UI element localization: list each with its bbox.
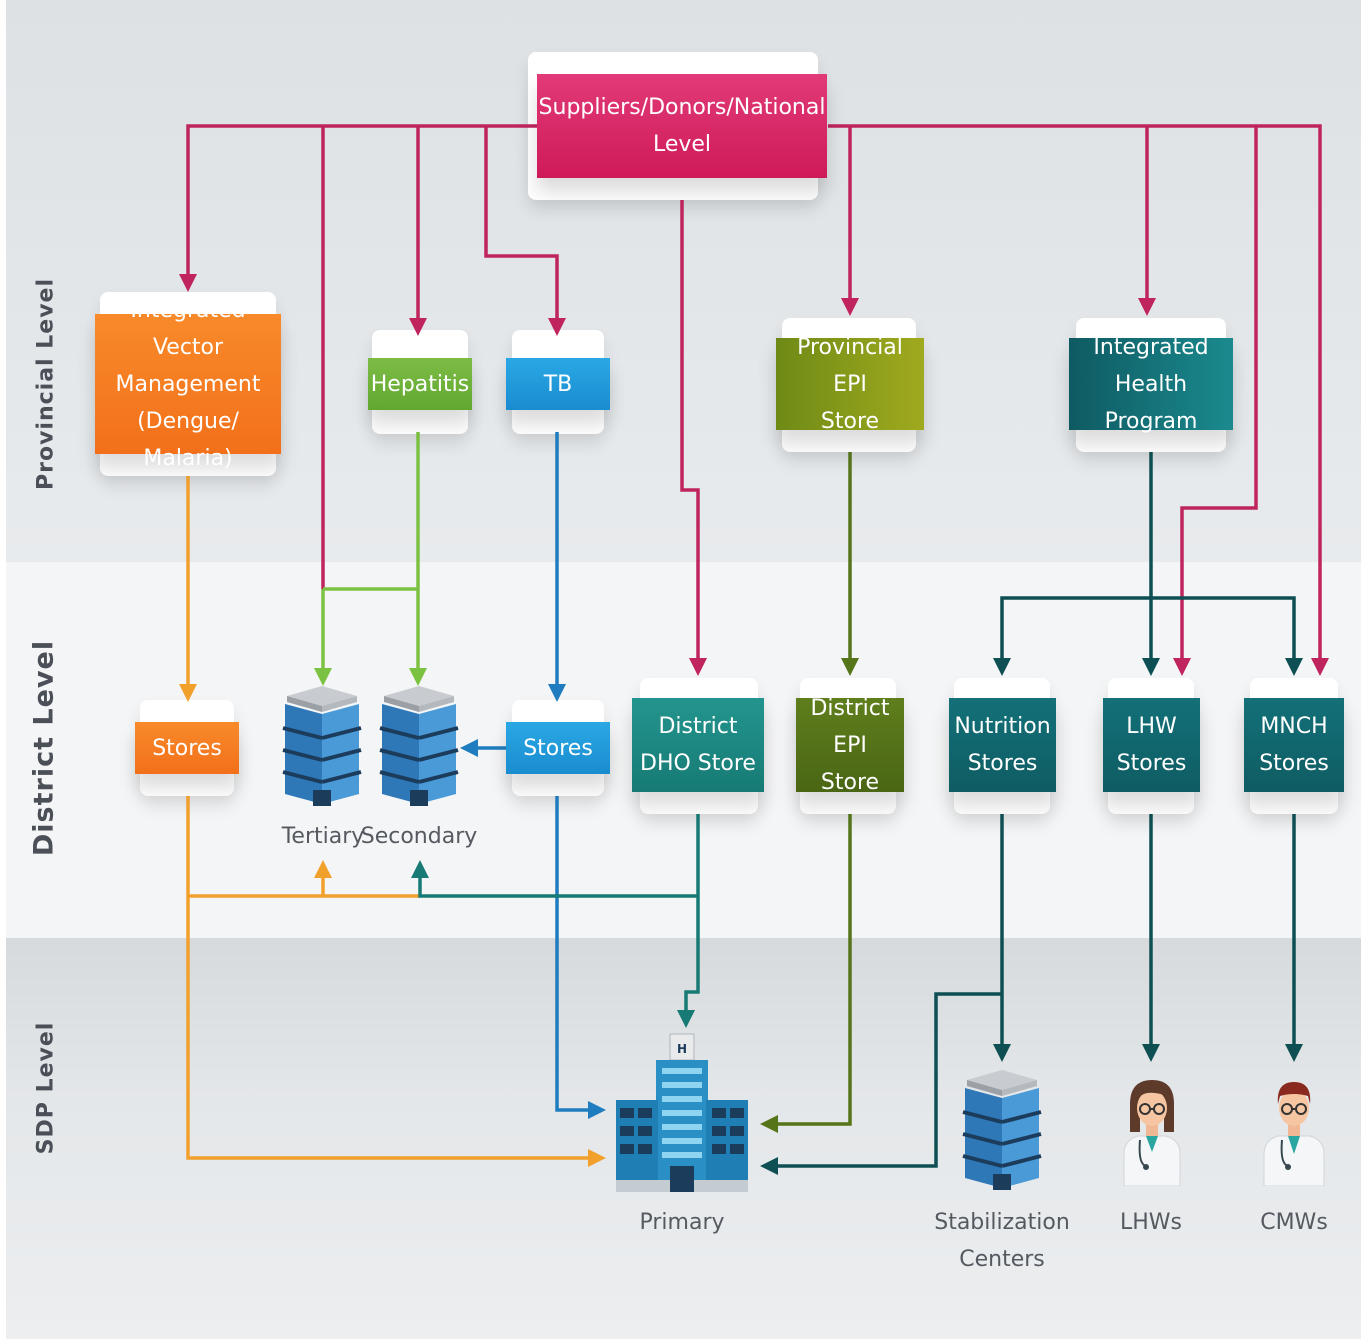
building-icon	[962, 1070, 1042, 1190]
provincial-epi-store-box: Provincial EPI Store	[776, 335, 924, 434]
district-epi-store-box: District EPI Store	[796, 696, 904, 795]
district-dho-store-box: District DHO Store	[632, 698, 764, 792]
nutrition-stores-box: Nutrition Stores	[949, 698, 1056, 792]
lhw-stores-box: LHW Stores	[1103, 698, 1200, 792]
hepatitis-box: Hepatitis	[368, 358, 472, 410]
tb-stores-box: Stores	[506, 722, 610, 774]
primary-label: Primary	[639, 1210, 725, 1235]
building-icon	[379, 686, 459, 806]
integrated-vector-management-box: Integrated Vector Management (Dengue/ Ma…	[95, 298, 281, 471]
suppliers-donors-national-box: Suppliers/Donors/National Level	[537, 74, 827, 178]
secondary-label: Secondary	[360, 824, 478, 849]
hospital-icon: H	[616, 1033, 748, 1192]
lhws-label: LHWs	[1119, 1210, 1183, 1235]
male-health-worker-icon	[1263, 1082, 1325, 1186]
female-health-worker-icon	[1123, 1080, 1181, 1186]
tertiary-label: Tertiary	[281, 824, 365, 849]
integrated-health-program-box: Integrated Health Program	[1069, 335, 1233, 434]
svg-text:H: H	[677, 1042, 687, 1056]
tb-box: TB	[506, 358, 610, 410]
building-icon	[282, 686, 362, 806]
cmws-label: CMWs	[1260, 1210, 1328, 1235]
ivm-stores-box: Stores	[135, 722, 239, 774]
stabilization-centers-label: Stabilization Centers	[934, 1210, 1070, 1272]
mnch-stores-box: MNCH Stores	[1244, 698, 1344, 792]
